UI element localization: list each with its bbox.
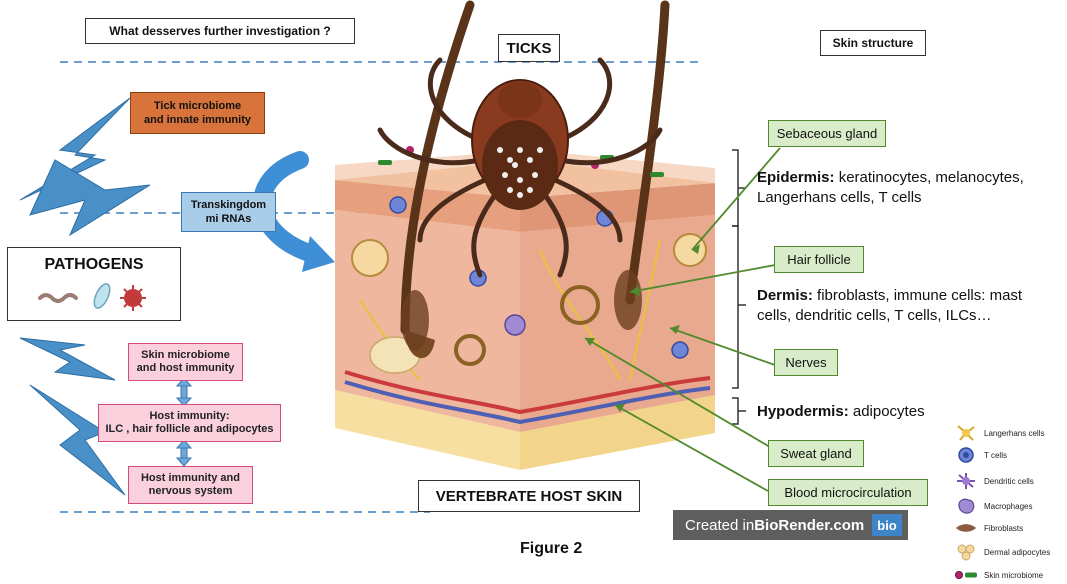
bacterium-icon: [93, 283, 111, 309]
legend-label: Fibroblasts: [984, 523, 1024, 533]
langerhans-cell-icon: [954, 424, 978, 442]
hypodermis-text: adipocytes: [848, 403, 925, 420]
macrophage-icon: [954, 497, 978, 515]
lightning-icon: [19, 97, 151, 496]
blood-microcirculation-label: Blood microcirculation: [768, 479, 928, 506]
ilc-box: Host immunity: ILC , hair follicle and a…: [98, 404, 281, 442]
legend-label: T cells: [984, 450, 1007, 460]
skin-structure-label: Skin structure: [820, 30, 926, 56]
legend-label: Dendritic cells: [984, 476, 1034, 486]
legend-item-macrophages: Macrophages: [954, 497, 1032, 515]
biorender-badge: Created in BioRender.com bio: [673, 510, 908, 540]
figure-caption: Figure 2: [520, 540, 583, 557]
legend-item-t-cells: T cells: [954, 446, 1007, 464]
legend-item-fibroblasts: Fibroblasts: [954, 519, 1023, 537]
legend-label: Langerhans cells: [984, 428, 1045, 438]
label-arrowheads: [585, 244, 700, 412]
epidermis-description: Epidermis: keratinocytes, melanocytes, L…: [757, 168, 1057, 208]
dendritic-cell-icon: [954, 472, 978, 490]
ticks-label: TICKS: [498, 34, 560, 62]
dermis-text: fibroblasts, immune cells: mast cells, d…: [757, 287, 1023, 324]
transkingdom-box: Transkingdom mi RNAs: [181, 192, 276, 232]
biorender-text: Created in: [685, 516, 755, 534]
host-skin-label: VERTEBRATE HOST SKIN: [418, 480, 640, 512]
epidermis-title: Epidermis:: [757, 169, 835, 186]
tick-icon: [377, 57, 663, 278]
skin-block: [335, 0, 715, 470]
legend-item-dendritic: Dendritic cells: [954, 472, 1034, 490]
question-box: What desserves further investigation ?: [85, 18, 355, 44]
nerves-label: Nerves: [774, 349, 838, 376]
pathogen-icons: [38, 283, 146, 311]
legend-label: Macrophages: [984, 501, 1033, 511]
hair-follicle-label: Hair follicle: [774, 246, 864, 273]
microbiome-icon: [954, 566, 978, 584]
hypodermis-description: Hypodermis: adipocytes: [757, 402, 1057, 422]
pathogens-title: PATHOGENS: [44, 256, 144, 273]
biorender-brand: BioRender.com: [754, 516, 865, 534]
t-cell-icon: [954, 446, 978, 464]
dermis-description: Dermis: fibroblasts, immune cells: mast …: [757, 286, 1057, 326]
legend-label: Dermal adipocytes: [984, 547, 1051, 557]
tick-microbiome-box: Tick microbiome and innate immunity: [130, 92, 265, 134]
hypodermis-title: Hypodermis:: [757, 403, 849, 420]
biorender-logo: bio: [872, 514, 902, 536]
skin-microbiome-box: Skin microbiome and host immunity: [128, 343, 243, 381]
double-arrow-icon: [175, 377, 193, 467]
dermis-title: Dermis:: [757, 287, 813, 304]
epidermis-text: keratinocytes, melanocytes, Langerhans c…: [757, 169, 1024, 206]
sebaceous-gland-label: Sebaceous gland: [768, 120, 886, 147]
legend-item-adipocytes: Dermal adipocytes: [954, 543, 1050, 561]
pathogens-box: PATHOGENS: [7, 247, 181, 321]
nervous-system-box: Host immunity and nervous system: [128, 466, 253, 504]
fibroblast-icon: [954, 519, 978, 537]
adipocyte-icon: [954, 543, 978, 561]
sweat-gland-label: Sweat gland: [768, 440, 864, 467]
legend-label: Skin microbiome: [984, 570, 1044, 580]
label-connectors: [584, 147, 781, 492]
virus-icon: [124, 289, 142, 307]
spirochete-icon: [38, 293, 78, 303]
legend-item-microbiome: Skin microbiome: [954, 566, 1043, 584]
legend-item-langerhans: Langerhans cells: [954, 424, 1044, 442]
